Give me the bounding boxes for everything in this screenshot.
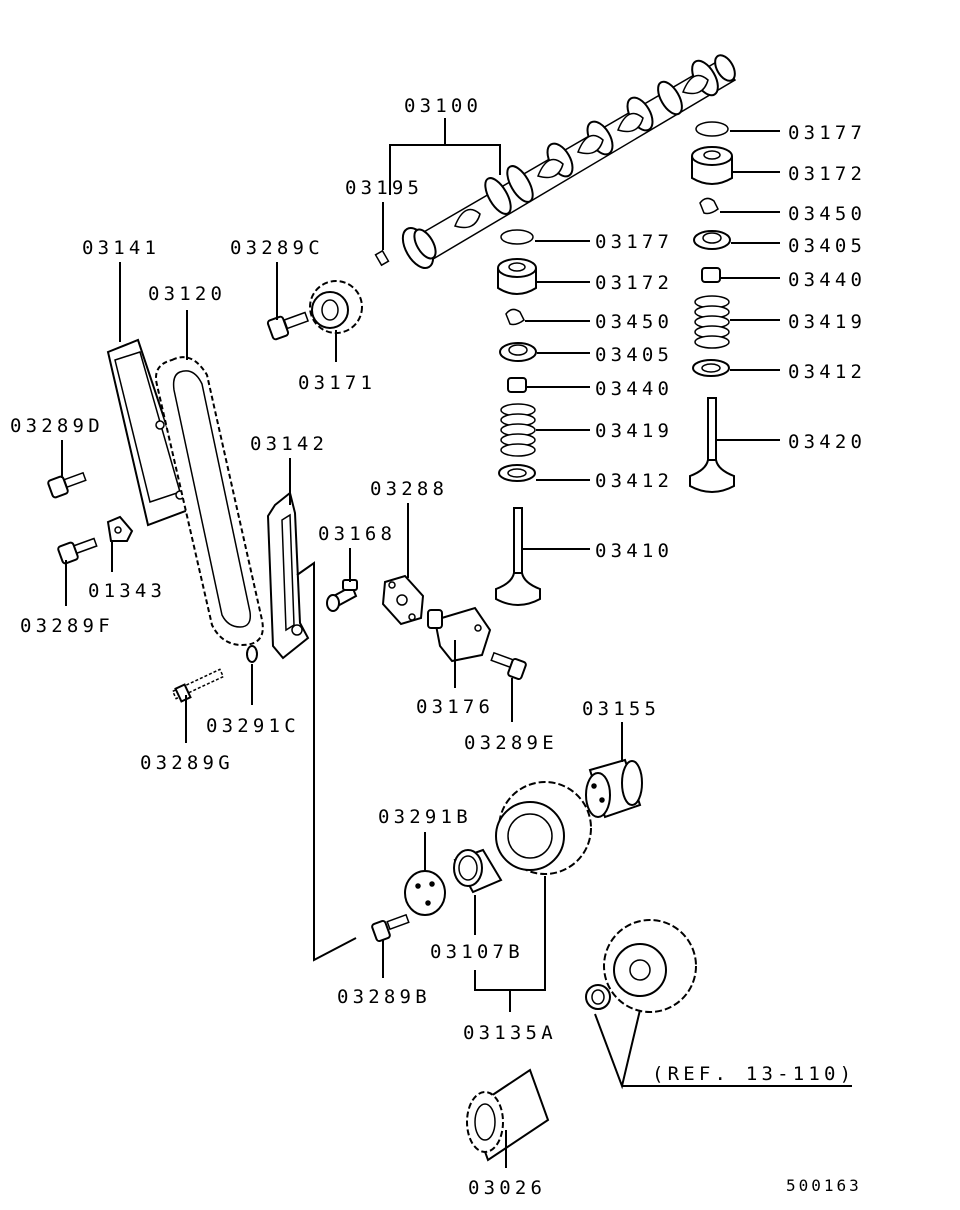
label-03450-left: 03450 [595,311,673,333]
tensioner-03176 [427,606,492,663]
label-ref-13-110: (REF. 13-110) [652,1063,855,1085]
label-03176: 03176 [416,696,494,718]
label-03177-right: 03177 [788,122,866,144]
ref-gear [603,919,697,1013]
spring-03419-left [500,403,536,457]
label-03289G: 03289G [140,752,234,774]
gear-03135A [495,781,592,875]
label-03141: 03141 [82,237,160,259]
gear-03026 [466,1068,550,1162]
label-03410: 03410 [595,540,673,562]
ref-bushing [585,984,611,1010]
spring-03419-right [694,295,730,349]
label-03289F: 03289F [20,615,114,637]
label-03450-right: 03450 [788,203,866,225]
label-03155: 03155 [582,698,660,720]
timing-chain-03120 [155,356,264,647]
label-03419-right: 03419 [788,311,866,333]
sleeve-03168 [326,579,358,612]
label-03135A: 03135A [463,1022,557,1044]
bolt-03289D [47,471,87,499]
bolt-03289E [490,651,527,681]
bolt-03289C [266,311,310,341]
label-03289C: 03289C [230,237,324,259]
tappet-03172-right [691,146,733,185]
label-03440-left: 03440 [595,378,673,400]
retainer-03405-right [693,230,731,250]
label-03120: 03120 [148,283,226,305]
label-03405-left: 03405 [595,344,673,366]
seat-03412-left [498,464,536,482]
bolt-03289B [371,913,410,943]
label-03172-left: 03172 [595,272,673,294]
label-03291C: 03291C [206,715,300,737]
chain-guide-03141 [106,338,189,527]
label-03289B: 03289B [337,986,431,1008]
tappet-03172-left [497,258,537,295]
plate-03291B [404,870,446,916]
label-03177-left: 03177 [595,231,673,253]
gasket-03288 [381,574,425,626]
label-03420: 03420 [788,431,866,453]
tensioner-lever-03142 [266,491,310,660]
drawing-number: 500163 [786,1176,862,1195]
label-03291B: 03291B [378,806,472,828]
label-03412-left: 03412 [595,470,673,492]
label-03026: 03026 [468,1177,546,1199]
label-03168: 03168 [318,523,396,545]
camshaft [401,54,737,269]
part-01343 [106,515,134,542]
bolt-03289F [57,537,98,565]
label-03142: 03142 [250,433,328,455]
shaft-03155 [585,758,643,819]
label-01343: 01343 [88,580,166,602]
label-03289E: 03289E [464,732,558,754]
bushing-03107B [453,848,503,894]
label-03100: 03100 [404,95,482,117]
label-03288: 03288 [370,478,448,500]
label-03440-right: 03440 [788,269,866,291]
label-03171: 03171 [298,372,376,394]
retainer-03405-left [499,342,537,362]
label-03405-right: 03405 [788,235,866,257]
valve-03420 [689,397,735,493]
seat-03412-right [692,359,730,377]
label-03412-right: 03412 [788,361,866,383]
label-03107B: 03107B [430,941,524,963]
label-03289D: 03289D [10,415,104,437]
label-03172-right: 03172 [788,163,866,185]
valve-03410 [495,507,541,606]
label-03419-left: 03419 [595,420,673,442]
sprocket-03171 [309,280,363,334]
label-03195: 03195 [345,177,423,199]
stud-03289G [171,668,225,703]
